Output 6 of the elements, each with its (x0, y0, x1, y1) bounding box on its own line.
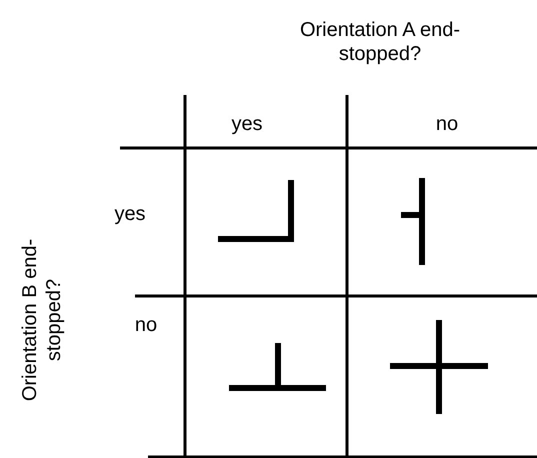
column-label: no (436, 112, 458, 136)
column-heading: Orientation A end-stopped? (298, 18, 462, 66)
column-label: yes (231, 112, 263, 136)
row-heading: Orientation B end-stopped? (18, 238, 66, 404)
row-label: yes (114, 202, 146, 226)
row-label: no (134, 313, 158, 337)
